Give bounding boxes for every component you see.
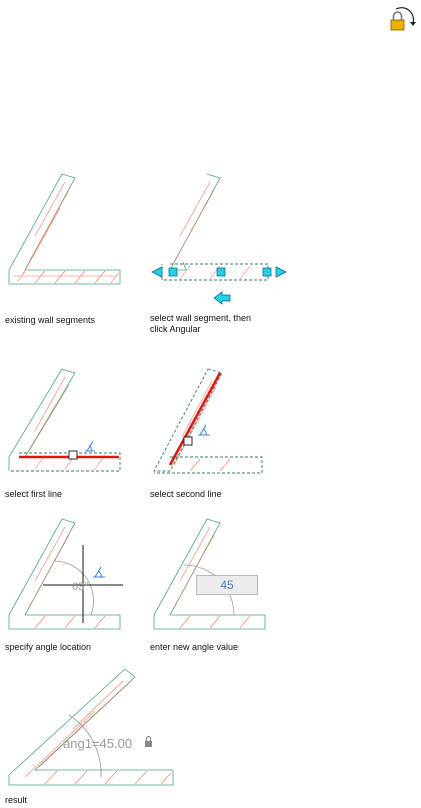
direction-arrow-icon xyxy=(213,291,231,305)
grip-square xyxy=(262,267,272,277)
angle-glyph-icon xyxy=(85,440,95,452)
caption-existing: existing wall segments xyxy=(5,315,96,325)
diagram-specify-angle-location: 63° xyxy=(5,515,130,635)
caption-first-line: select first line xyxy=(5,489,63,499)
diagram-existing-walls xyxy=(5,170,125,285)
angle-glyph-icon xyxy=(198,424,210,436)
diagram-select-second-line xyxy=(150,365,275,480)
caption-select-wall-1: select wall segment, then xyxy=(150,313,252,323)
pick-box xyxy=(68,450,78,460)
grip-arrow-icon xyxy=(151,266,163,278)
diagram-select-wall-segment xyxy=(150,170,290,310)
dimension-lock-icon xyxy=(145,735,152,747)
angular-constraint-lock-icon xyxy=(384,6,418,36)
caption-angle-location: specify angle location xyxy=(5,642,92,652)
diagram-enter-new-value: 45 xyxy=(150,515,275,635)
diagram-result: ang1=45.00 xyxy=(5,665,185,790)
angle-glyph-icon xyxy=(93,566,105,578)
grip-arrow-icon xyxy=(275,266,287,278)
caption-select-wall-2: click Angular xyxy=(150,324,201,334)
grip-square xyxy=(216,267,226,277)
second-line-highlight xyxy=(168,372,222,466)
angle-value-input[interactable]: 45 xyxy=(196,575,258,595)
grip-square xyxy=(168,267,178,277)
caption-result: result xyxy=(5,795,28,805)
current-angle-text: 63° xyxy=(72,581,89,593)
diagram-select-first-line xyxy=(5,365,130,480)
pick-box xyxy=(183,436,193,446)
caption-new-value: enter new angle value xyxy=(150,642,239,652)
caption-second-line: select second line xyxy=(150,489,222,499)
result-dimension-text: ang1=45.00 xyxy=(63,736,133,751)
